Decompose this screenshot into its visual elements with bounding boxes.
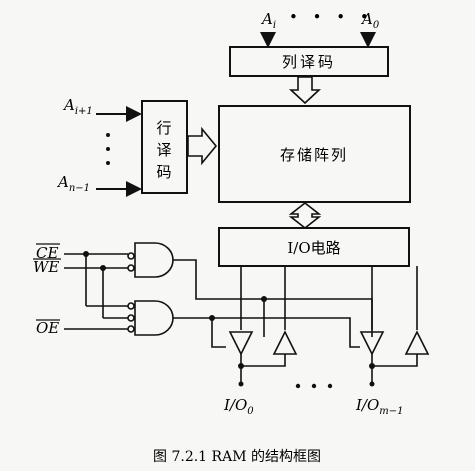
address-an-label: An−1 bbox=[56, 173, 90, 194]
row-decoder-label-1: 行 bbox=[156, 119, 171, 137]
io-circuit-label: I/O电路 bbox=[287, 239, 340, 257]
io-circuit-box bbox=[218, 227, 410, 267]
row-decoder-box bbox=[141, 100, 188, 194]
column-decoder-label: 列译码 bbox=[282, 53, 336, 71]
row-decoder-label-2: 译 bbox=[156, 141, 171, 159]
memory-array-box bbox=[218, 105, 411, 203]
address-dots: • • • • bbox=[289, 8, 374, 26]
output-buffer-0 bbox=[228, 331, 254, 356]
address-a0-label: A0 bbox=[360, 10, 380, 31]
and-gate-2 bbox=[134, 300, 174, 336]
vertical-dots bbox=[106, 133, 110, 165]
oe-signal-label: OE bbox=[36, 319, 59, 337]
row-to-array-arrow bbox=[187, 126, 218, 166]
col-to-array-arrow bbox=[288, 76, 322, 105]
output-buffer-m bbox=[359, 331, 385, 356]
address-ai-label: Ai bbox=[260, 10, 276, 31]
figure-caption: 图 7.2.1 RAM 的结构框图 bbox=[153, 449, 321, 465]
io0-label: I/O0 bbox=[223, 396, 254, 417]
iom-label: I/Om−1 bbox=[355, 396, 404, 417]
and-gate-1 bbox=[134, 242, 174, 278]
io-dots bbox=[295, 383, 333, 389]
array-io-arrow bbox=[288, 201, 322, 230]
row-decoder-label-3: 码 bbox=[156, 163, 171, 181]
input-buffer-0 bbox=[272, 330, 298, 355]
address-ai1-label: Ai+1 bbox=[62, 96, 93, 117]
input-buffer-m bbox=[404, 330, 430, 355]
memory-array-label: 存储阵列 bbox=[280, 146, 348, 164]
ce-signal-label: CE bbox=[36, 244, 58, 262]
column-decoder-box bbox=[229, 46, 389, 77]
we-signal-label: WE bbox=[33, 258, 59, 276]
